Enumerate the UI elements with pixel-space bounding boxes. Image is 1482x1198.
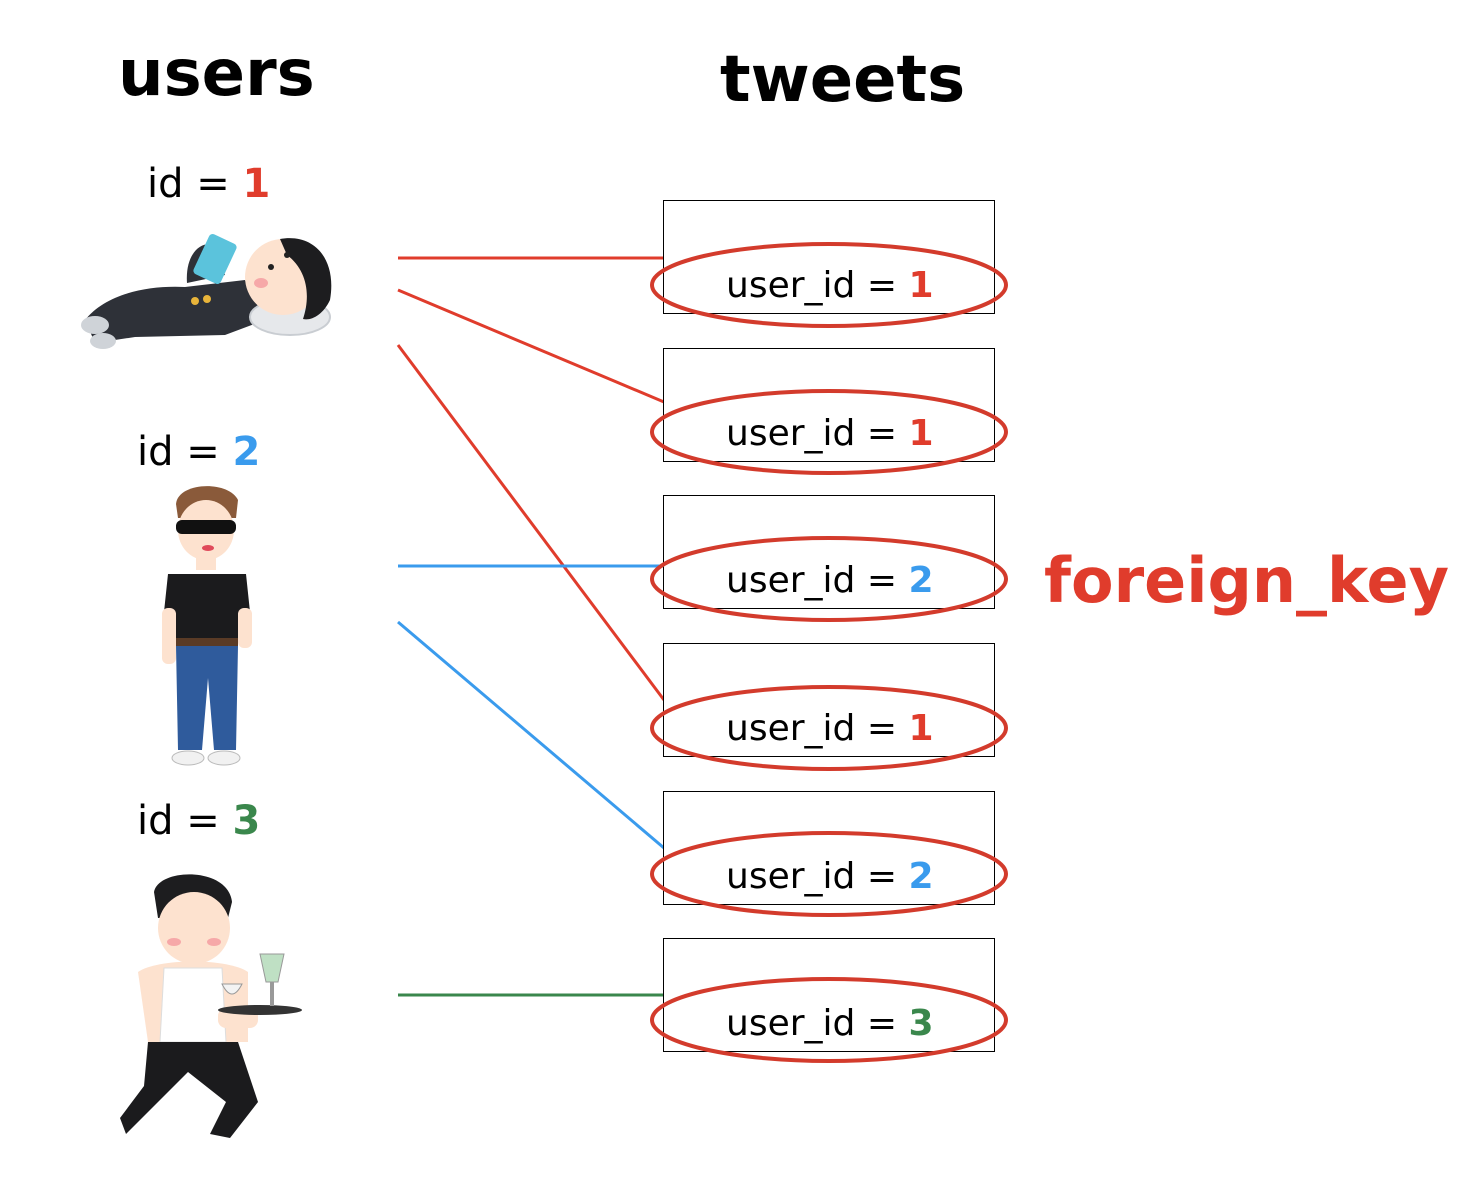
lying-person-with-phone-icon [81, 234, 332, 349]
user-id-label-text: user_id = [726, 856, 909, 897]
user-id-value: 3 [908, 1003, 934, 1044]
user-id-value: 1 [908, 413, 934, 454]
tweet-user-id-label: user_id = 1 [726, 711, 934, 747]
id-label-text: id = [137, 429, 233, 475]
id-label-text: id = [147, 161, 243, 207]
tweet-user-id-label: user_id = 2 [726, 563, 934, 599]
tweet-row [663, 348, 995, 462]
tweet-user-id-label: user_id = 3 [726, 1006, 934, 1042]
foreign-key-ellipse [650, 831, 1008, 917]
id-value: 3 [232, 798, 261, 844]
user-id-label-1: id = 1 [147, 164, 270, 204]
tweet-user-id-label: user_id = 1 [726, 268, 934, 304]
id-value: 1 [242, 161, 271, 207]
user-id-label-text: user_id = [726, 708, 909, 749]
tweet-row [663, 200, 995, 314]
connector-line-user1-tweet2 [397, 288, 665, 404]
user-id-value: 1 [908, 708, 934, 749]
foreign-key-ellipse [650, 242, 1008, 328]
tweet-user-id-label: user_id = 1 [726, 416, 934, 452]
foreign-key-ellipse [650, 389, 1008, 475]
user-id-value: 2 [908, 560, 934, 601]
id-label-text: id = [137, 798, 233, 844]
user-id-label-text: user_id = [726, 560, 909, 601]
tweets-table-heading: tweets [720, 43, 966, 117]
foreign-key-ellipse [650, 685, 1008, 771]
user-id-value: 1 [908, 265, 934, 306]
user-id-label-2: id = 2 [137, 432, 260, 472]
tweet-user-id-label: user_id = 2 [726, 859, 934, 895]
users-table-heading: users [118, 37, 315, 111]
foreign-key-label: foreign_key [1044, 544, 1449, 617]
tweet-row [663, 495, 995, 609]
tweet-row [663, 791, 995, 905]
user-id-label-text: user_id = [726, 413, 909, 454]
user-id-label-text: user_id = [726, 265, 909, 306]
tweet-row [663, 938, 995, 1052]
foreign-key-ellipse [650, 977, 1008, 1063]
user-id-label-text: user_id = [726, 1003, 909, 1044]
tweet-row [663, 643, 995, 757]
id-value: 2 [232, 429, 261, 475]
muscular-waiter-icon [120, 874, 302, 1138]
sunglasses-man-icon [162, 486, 252, 766]
foreign-key-ellipse [650, 536, 1008, 622]
connector-line-user2-tweet5 [397, 620, 665, 850]
user-id-value: 2 [908, 856, 934, 897]
user-id-label-3: id = 3 [137, 801, 260, 841]
connector-line-user1-tweet4 [396, 344, 666, 701]
